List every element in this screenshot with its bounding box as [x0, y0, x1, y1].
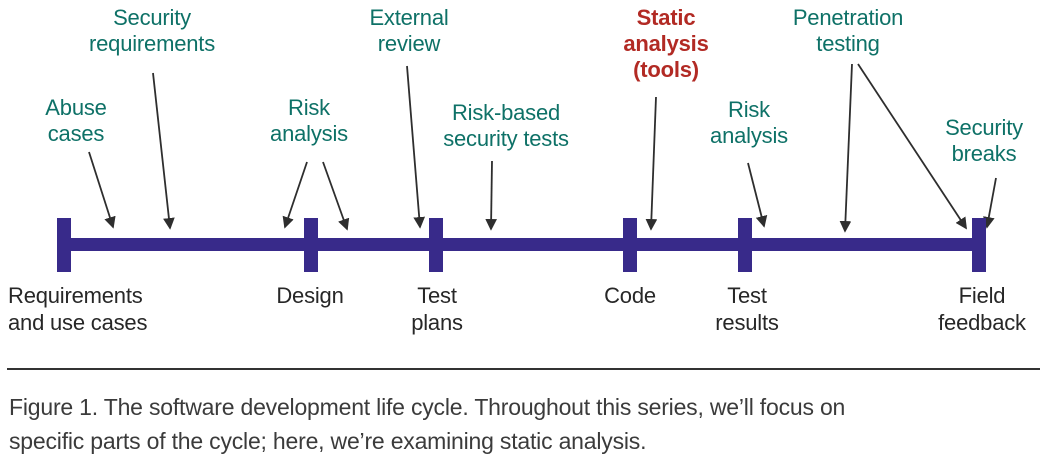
- annotation-security-breaks: Security breaks: [945, 115, 1023, 166]
- arrow-penetration-testing-diagonal: [857, 63, 967, 230]
- arrow-security-breaks: [983, 177, 997, 229]
- timeline-tick-test-results: [738, 218, 752, 272]
- arrow-risk-analysis-test-results: [747, 162, 768, 228]
- phase-label-test-plans: Test plans: [411, 283, 463, 335]
- arrow-penetration-testing-down: [839, 63, 853, 233]
- arrow-static-analysis: [645, 96, 658, 231]
- annotation-static-analysis-tools: Static analysis (tools): [623, 5, 709, 82]
- annotation-risk-analysis-design: Risk analysis: [270, 95, 348, 146]
- timeline-tick-code: [623, 218, 637, 272]
- figure-caption: Figure 1. The software development life …: [9, 394, 846, 454]
- arrow-security-requirements: [152, 72, 175, 230]
- timeline-tick-test-plans: [429, 218, 443, 272]
- arrow-abuse-cases: [88, 151, 116, 229]
- timeline-tick-field-feedback: [972, 218, 986, 272]
- annotation-risk-analysis-test-results: Risk analysis: [710, 97, 788, 148]
- annotation-security-requirements: Security requirements: [89, 5, 215, 56]
- annotation-risk-based-security-tests: Risk-based security tests: [443, 100, 569, 151]
- phase-label-test-results: Test results: [715, 283, 779, 335]
- annotation-penetration-testing: Penetration testing: [792, 5, 904, 56]
- phase-label-requirements: Requirements and use cases: [8, 283, 148, 335]
- timeline-tick-requirements: [57, 218, 71, 272]
- arrow-risk-analysis-design-right: [322, 161, 350, 231]
- phase-label-design: Design: [276, 283, 344, 308]
- sdlc-timeline-diagram: Abuse cases Security requirements Risk a…: [8, 5, 1026, 335]
- annotation-external-review: External review: [369, 5, 449, 56]
- caption-divider: [7, 368, 1040, 370]
- timeline-bar: [57, 238, 986, 251]
- arrows-layer: [88, 63, 997, 233]
- timeline-tick-design: [304, 218, 318, 272]
- phase-label-field-feedback: Field feedback: [938, 283, 1026, 335]
- arrow-risk-analysis-design-left: [282, 161, 308, 229]
- phase-label-code: Code: [604, 283, 656, 308]
- annotation-abuse-cases: Abuse cases: [45, 95, 107, 146]
- arrow-risk-based-security-tests: [485, 160, 497, 231]
- arrow-external-review: [406, 65, 426, 229]
